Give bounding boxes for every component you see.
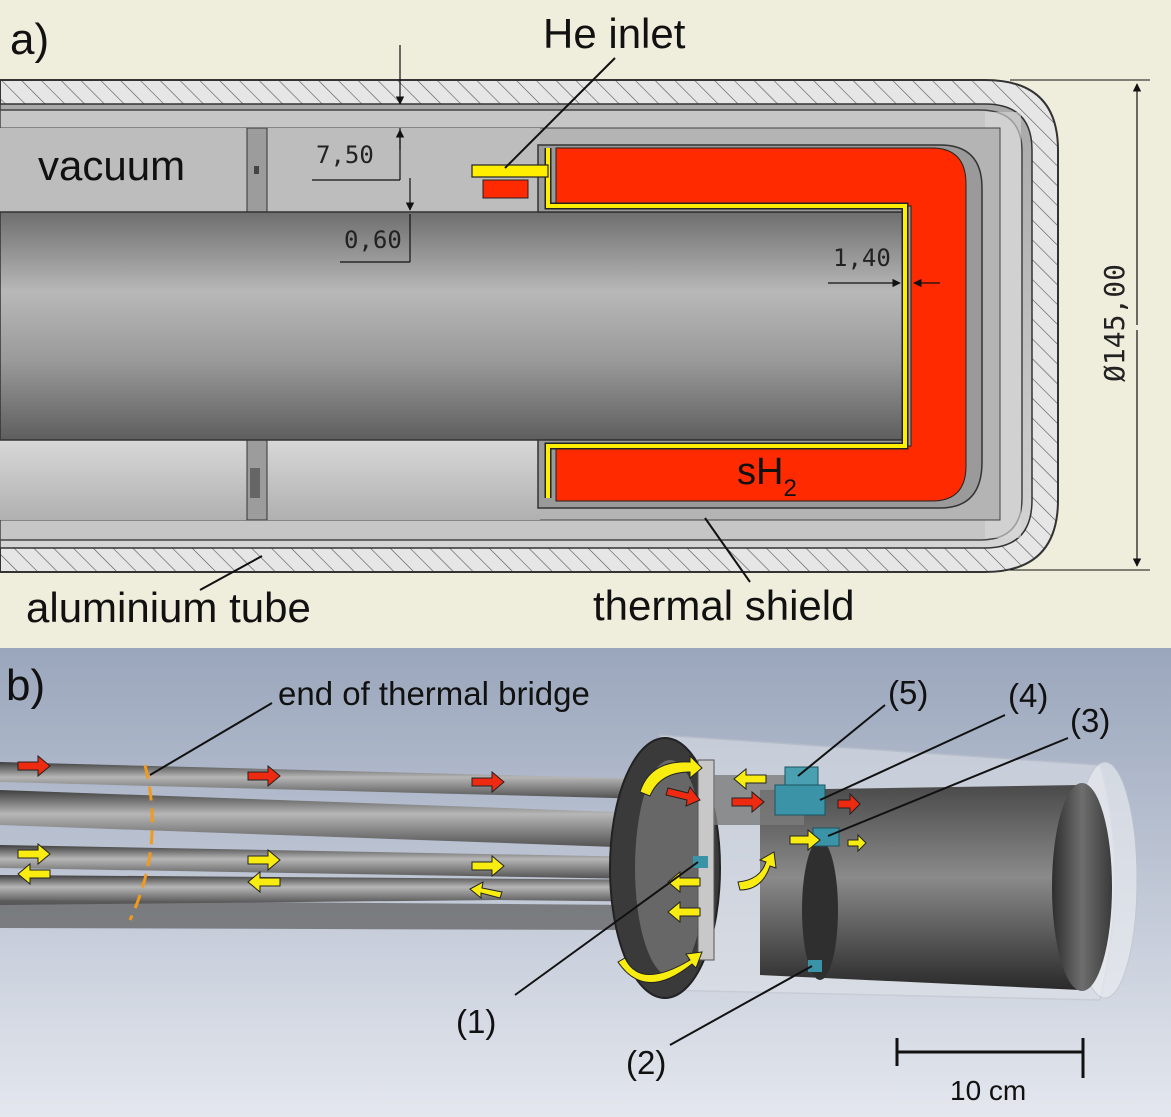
end-of-thermal-bridge-label: end of thermal bridge xyxy=(278,675,590,712)
panel-a: a) He inlet vacuum aluminium tube therma… xyxy=(0,10,1150,631)
target-cylinder-end xyxy=(1052,783,1112,991)
callout-2-label: (2) xyxy=(626,1044,666,1081)
callout-1-label: (1) xyxy=(456,1003,496,1040)
thermal-bridge-marker xyxy=(128,764,154,921)
yellow-flow-arrows xyxy=(17,754,867,983)
sh2-target-volume xyxy=(555,147,967,502)
scale-bar xyxy=(895,1038,1085,1078)
component-4 xyxy=(774,784,826,816)
scale-bar-label: 10 cm xyxy=(950,1075,1026,1106)
beam-pipe-rod xyxy=(0,211,906,441)
he-inlet-pipe xyxy=(471,164,549,178)
aluminium-tube-label: aluminium tube xyxy=(26,584,311,631)
sh2-label: sH2 xyxy=(737,451,797,502)
component-5 xyxy=(784,766,819,786)
he-inlet-label: He inlet xyxy=(543,10,686,57)
callout-5-label: (5) xyxy=(888,674,928,711)
panel-a-label: a) xyxy=(10,15,49,64)
vacuum-label: vacuum xyxy=(38,142,185,189)
component-1 xyxy=(693,856,708,868)
dim-outer-diameter: Ø145,00 xyxy=(1098,264,1131,382)
panel-b: b) end of thermal bridge (5) (4) (3) (1)… xyxy=(0,648,1171,1117)
callout-4-label: (4) xyxy=(1008,677,1048,714)
vacuum-region xyxy=(0,128,540,212)
dim-gap-vacuum: 7,50 xyxy=(316,141,374,169)
callout-3-label: (3) xyxy=(1070,702,1110,739)
dim-wall-thickness: 1,40 xyxy=(833,244,891,272)
thermal-shield-label: thermal shield xyxy=(593,582,854,629)
callout-leaders xyxy=(149,702,1069,1046)
component-2 xyxy=(808,960,822,972)
panel-b-label: b) xyxy=(6,661,45,710)
red-flow-arrows xyxy=(17,754,861,816)
dim-gap-inner: 0,60 xyxy=(344,226,402,254)
